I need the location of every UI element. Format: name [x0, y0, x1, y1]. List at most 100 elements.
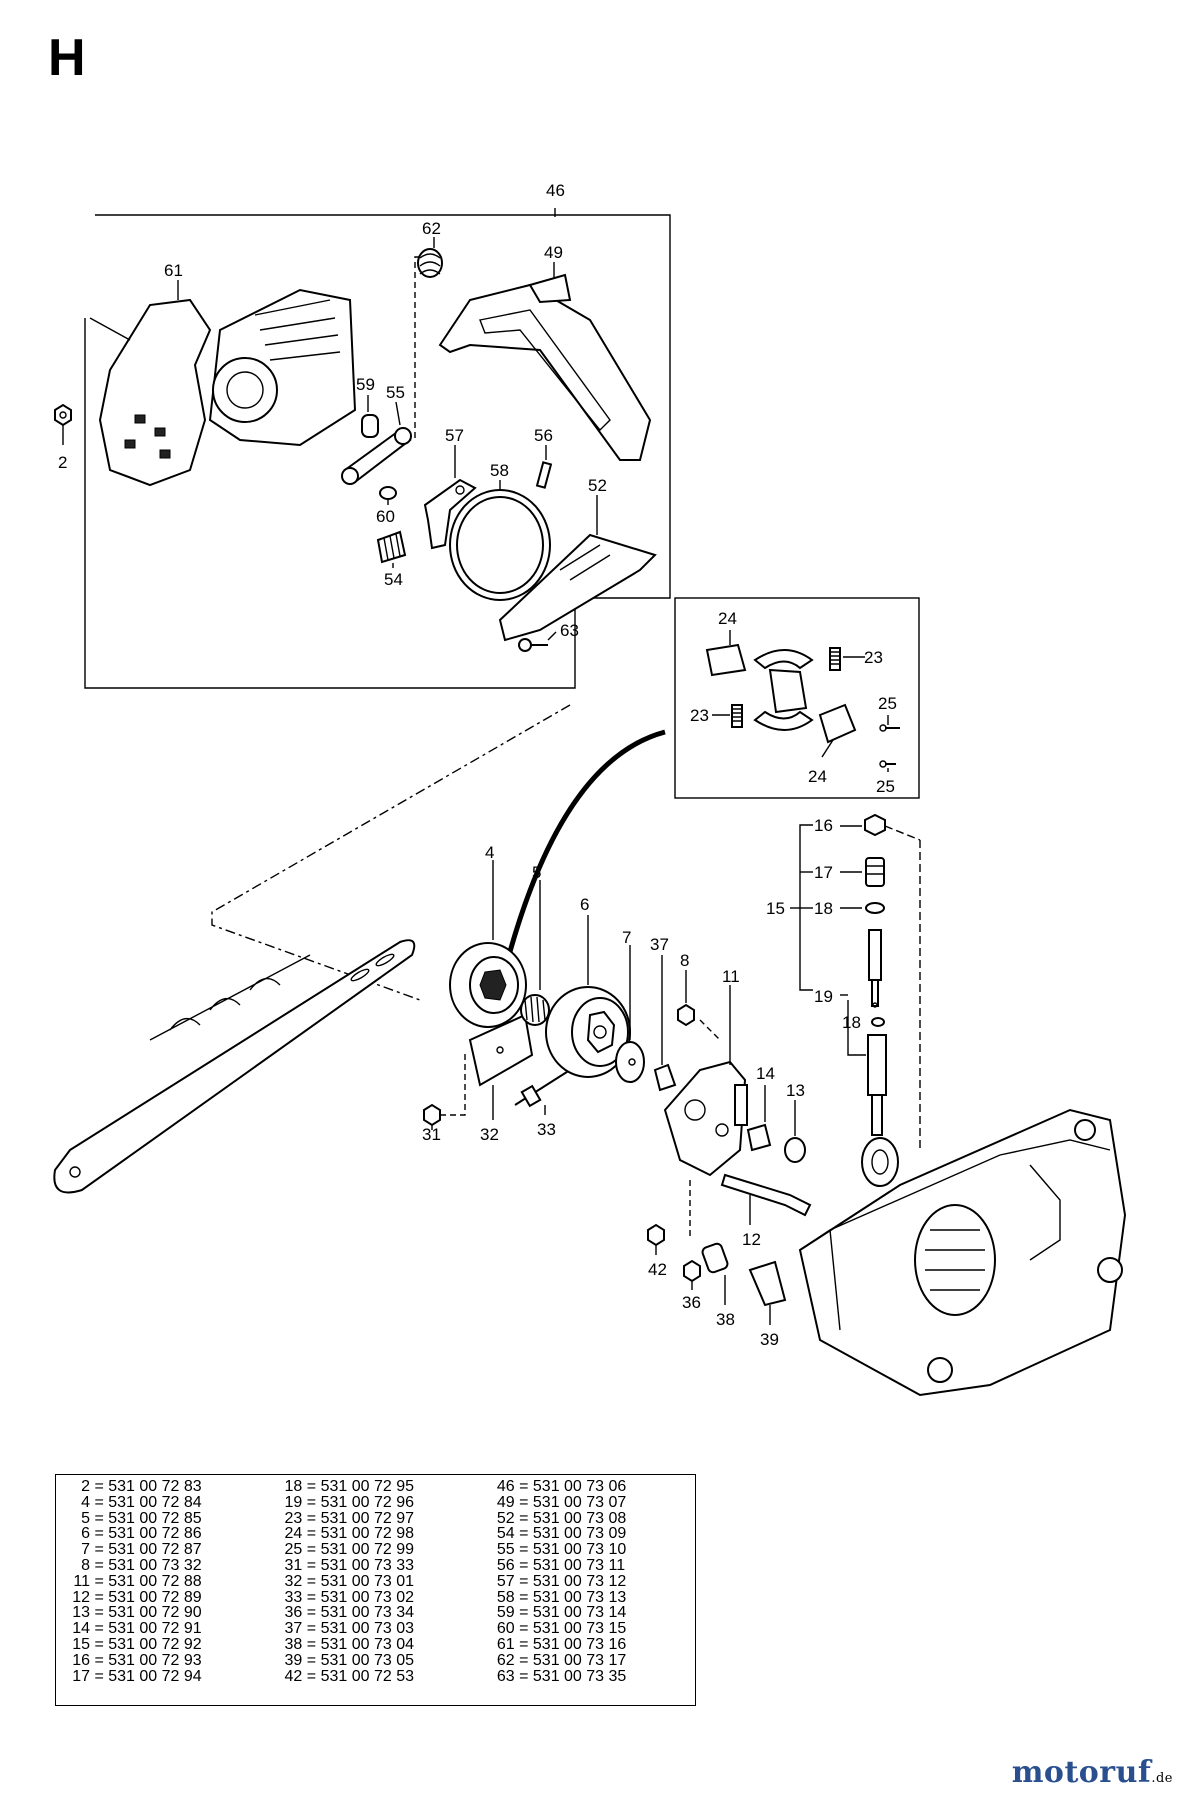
part-number: 42	[284, 1667, 303, 1685]
parts-table-row: 31 = 531 00 73 33	[274, 1557, 476, 1574]
part-number: 46	[496, 1478, 515, 1495]
part-number: 24	[284, 1525, 303, 1543]
part-code: 531 00 73 12	[532, 1572, 627, 1590]
part-code: 531 00 72 96	[320, 1493, 414, 1511]
screw-63: 63	[518, 621, 579, 652]
parts-table-row: 23 = 531 00 72 97	[274, 1509, 476, 1527]
parts-table-row: 36 = 531 00 73 34	[274, 1605, 476, 1621]
part-number: 59	[496, 1604, 515, 1622]
part-number: 57	[496, 1572, 515, 1590]
parts-table-row: 33 = 531 00 73 02	[274, 1588, 476, 1606]
parts-table-row: 56 = 531 00 73 11	[487, 1556, 689, 1574]
tensioner-33: 33	[514, 1069, 571, 1139]
part-code: 531 00 72 89	[108, 1588, 202, 1606]
part-code: 531 00 72 85	[108, 1509, 202, 1527]
detail-link-curve	[502, 729, 666, 971]
part-number: 58	[496, 1588, 515, 1606]
part-number: 16	[72, 1651, 90, 1669]
parts-table-row: 16 = 531 00 72 93	[62, 1651, 264, 1669]
equals-sign: =	[302, 1509, 321, 1527]
callout-23a: 23	[864, 648, 883, 667]
part-number: 33	[284, 1588, 303, 1606]
equals-sign: =	[302, 1493, 321, 1511]
part-code: 531 00 73 10	[532, 1541, 627, 1559]
part-number: 52	[496, 1509, 515, 1527]
part-code: 531 00 73 14	[532, 1604, 627, 1622]
callout-8: 8	[680, 951, 689, 970]
part-code: 531 00 73 35	[532, 1667, 627, 1685]
callout-23b: 23	[690, 706, 709, 725]
clutch-cover-61: 61	[89, 261, 357, 487]
part-code: 531 00 72 53	[320, 1667, 414, 1685]
brake-plate-52: 52	[498, 476, 657, 642]
oil-pump-group: 15 16 17 18 19 18	[766, 813, 921, 1150]
callout-18b: 18	[842, 1013, 861, 1032]
parts-table-row: 32 = 531 00 73 01	[274, 1572, 476, 1590]
nut-2: 2	[54, 403, 72, 472]
part-number: 56	[496, 1556, 515, 1574]
section-letter: H	[48, 29, 86, 87]
parts-table-row: 54 = 531 00 73 09	[487, 1526, 689, 1542]
equals-sign: =	[90, 1509, 109, 1527]
callout-37: 37	[650, 935, 669, 954]
callout-56: 56	[534, 426, 553, 445]
equals-sign: =	[90, 1478, 109, 1495]
part-code: 531 00 73 09	[532, 1525, 627, 1543]
oil-pipe-12: 12	[720, 1173, 812, 1249]
parts-table-row: 11 = 531 00 72 88	[62, 1573, 264, 1590]
brake-band-58: 58	[449, 461, 551, 601]
part-code: 531 00 73 15	[532, 1620, 627, 1638]
equals-sign: =	[514, 1478, 533, 1495]
part-number: 36	[284, 1604, 303, 1622]
parts-table-row: 14 = 531 00 72 91	[62, 1621, 264, 1637]
parts-table-row: 7 = 531 00 72 87	[62, 1542, 264, 1558]
callout-19: 19	[814, 987, 833, 1006]
equals-sign: =	[302, 1541, 321, 1559]
equals-sign: =	[302, 1525, 321, 1543]
screw-31	[423, 1050, 466, 1130]
part-code: 531 00 73 05	[320, 1651, 414, 1669]
parts-table-row: 15 = 531 00 72 92	[62, 1636, 264, 1653]
oil-pump-11: 11	[663, 967, 748, 1240]
parts-table-row: 49 = 531 00 73 07	[487, 1493, 689, 1511]
equals-sign: =	[514, 1525, 533, 1543]
parts-table-row: 62 = 531 00 73 17	[487, 1651, 689, 1669]
part-code: 531 00 72 91	[108, 1620, 202, 1638]
screw-42: 42	[647, 1223, 667, 1279]
callout-55: 55	[386, 383, 405, 402]
callout-7: 7	[622, 928, 631, 947]
pin-59: 59	[356, 375, 379, 438]
equals-sign: =	[514, 1667, 533, 1685]
parts-table-row: 6 = 531 00 72 86	[62, 1526, 264, 1542]
part-number: 14	[72, 1620, 90, 1638]
callout-49: 49	[544, 243, 563, 262]
equals-sign: =	[90, 1525, 109, 1543]
callout-6: 6	[580, 895, 589, 914]
part-number: 18	[284, 1478, 303, 1495]
equals-sign: =	[514, 1651, 533, 1669]
lever-57: 57	[423, 426, 477, 550]
part-number: 13	[72, 1604, 90, 1622]
equals-sign: =	[90, 1620, 109, 1638]
equals-sign: =	[302, 1572, 321, 1590]
equals-sign: =	[90, 1651, 109, 1669]
equals-sign: =	[90, 1604, 109, 1622]
equals-sign: =	[302, 1635, 321, 1653]
callout-4: 4	[485, 843, 494, 862]
parts-table-row: 61 = 531 00 73 16	[487, 1636, 689, 1653]
part-14: 14	[746, 1064, 775, 1152]
part-code: 531 00 73 04	[320, 1635, 414, 1653]
parts-table-row: 17 = 531 00 72 94	[62, 1668, 264, 1685]
part-number: 32	[284, 1572, 303, 1590]
part-code: 531 00 72 90	[108, 1604, 202, 1622]
part-number: 5	[81, 1509, 90, 1527]
callout-25b: 25	[876, 777, 895, 796]
part-number: 62	[496, 1651, 515, 1669]
part-number: 25	[284, 1541, 303, 1559]
parts-table-row: 12 = 531 00 72 89	[62, 1588, 264, 1606]
equals-sign: =	[90, 1493, 109, 1511]
part-code: 531 00 73 07	[532, 1493, 627, 1511]
equals-sign: =	[302, 1478, 321, 1495]
